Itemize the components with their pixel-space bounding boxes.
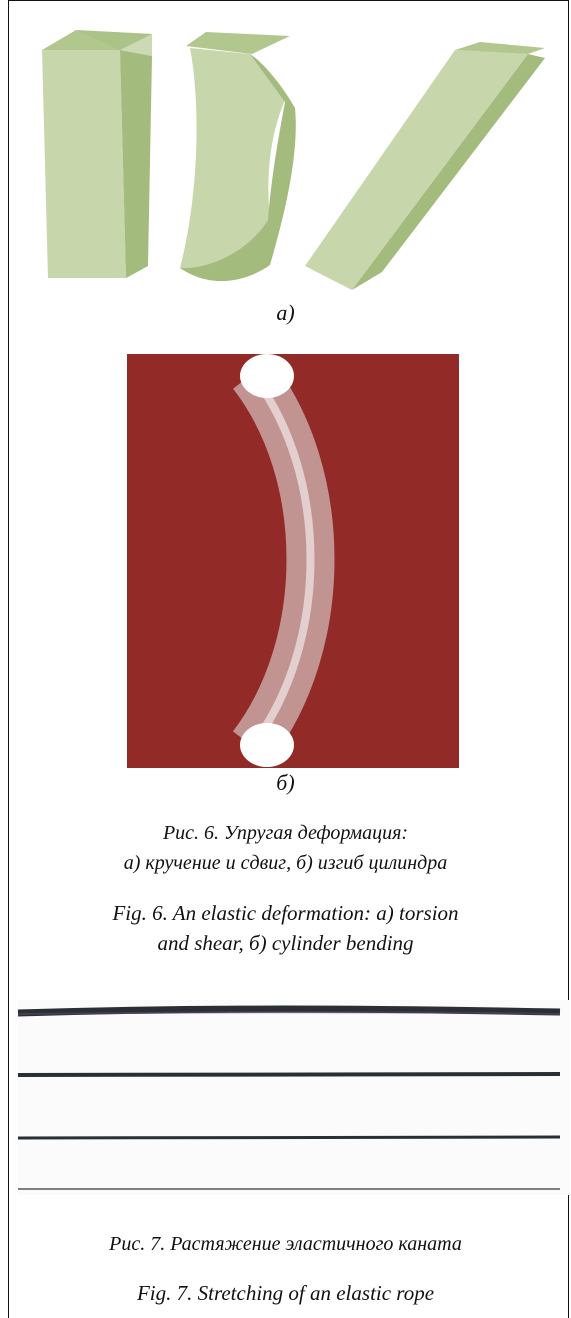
figure-7-caption-en: Fig. 7. Stretching of an elastic rope xyxy=(0,1278,571,1308)
upright-block xyxy=(42,30,152,278)
figure-6a-sublabel: а) xyxy=(0,300,571,326)
figure-6b-sublabel: б) xyxy=(0,770,571,796)
figure-6-caption-en-line1: Fig. 6. An elastic deformation: a) torsi… xyxy=(0,898,571,928)
figure-6b-cylinder xyxy=(0,354,571,768)
rope-panel xyxy=(18,1000,570,1195)
cylinder-top-end xyxy=(240,354,294,398)
rope-stretched-1 xyxy=(18,1074,560,1075)
sheared-block xyxy=(305,42,545,290)
figure-6-caption-ru-line1: Рис. 6. Упругая деформация: xyxy=(0,818,571,848)
twisted-block xyxy=(180,32,296,281)
figure-7-caption-ru: Рис. 7. Растяжение эластичного каната xyxy=(0,1229,571,1259)
cylinder-bottom-end xyxy=(240,723,294,767)
figure-6-caption-en-line2: and shear, б) cylinder bending xyxy=(0,928,571,958)
figure-7-ropes xyxy=(0,995,571,1200)
rope-stretched-2 xyxy=(18,1137,560,1138)
figure-6-caption-ru-line2: а) кручение и сдвиг, б) изгиб цилиндра xyxy=(0,848,571,878)
figure-6a-blocks xyxy=(0,20,571,290)
